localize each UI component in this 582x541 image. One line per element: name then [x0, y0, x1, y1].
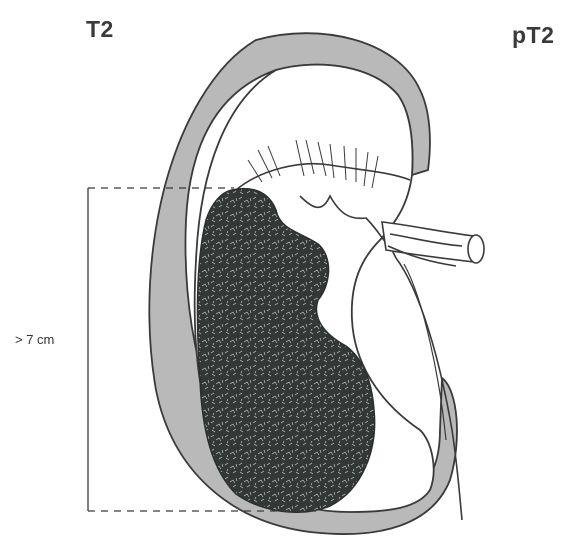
clinical-stage-label: T2: [86, 16, 114, 43]
size-label: > 7 cm: [15, 332, 54, 347]
pathologic-stage-label: pT2: [512, 22, 554, 49]
